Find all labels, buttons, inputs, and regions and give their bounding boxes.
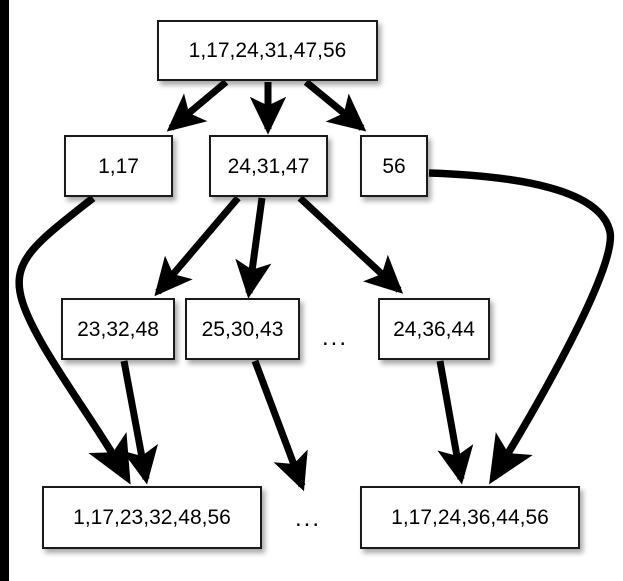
node-24-36-44-label: 24,36,44: [393, 317, 475, 341]
node-1-17-label: 1,17: [98, 154, 139, 178]
node-root-label: 1,17,24,31,47,56: [188, 39, 347, 62]
node-1-17[interactable]: 1,17: [64, 135, 173, 197]
node-result-left[interactable]: 1,17,23,32,48,56: [42, 486, 262, 549]
edge-root-to-56: [303, 79, 367, 132]
node-56[interactable]: 56: [360, 135, 428, 197]
edge-24-36-44-to-result-right: [436, 360, 474, 485]
node-result-right[interactable]: 1,17,24,36,44,56: [360, 486, 580, 549]
node-24-31-47-label: 24,31,47: [227, 154, 310, 178]
edge-24-31-47-to-24-36-44: [297, 195, 404, 294]
node-result-left-label: 1,17,23,32,48,56: [73, 506, 231, 529]
edge-56-to-result-right: [428, 169, 615, 485]
node-result-right-label: 1,17,24,36,44,56: [391, 506, 549, 529]
node-25-30-43-label: 25,30,43: [201, 317, 284, 341]
node-24-31-47[interactable]: 24,31,47: [209, 135, 328, 197]
edge-24-31-47-to-25-30-43: [235, 197, 272, 299]
node-root[interactable]: 1,17,24,31,47,56: [157, 20, 378, 81]
node-25-30-43[interactable]: 25,30,43: [185, 298, 300, 360]
node-24-36-44[interactable]: 24,36,44: [378, 298, 490, 360]
edge-root-to-1-17: [166, 79, 229, 132]
left-margin-bar: [0, 0, 9, 581]
edge-23-32-48-to-result-left: [120, 360, 158, 485]
node-23-32-48[interactable]: 23,32,48: [61, 298, 175, 360]
edge-1-17-to-result-left: [15, 195, 131, 485]
ellipsis-level3: ...: [322, 324, 349, 351]
ellipsis-level4: ...: [295, 505, 322, 532]
node-56-label: 56: [382, 154, 406, 178]
edge-24-31-47-to-23-32-48: [154, 195, 241, 297]
node-23-32-48-label: 23,32,48: [77, 317, 159, 341]
edge-25-30-43-to-ellipsis: [251, 359, 308, 492]
